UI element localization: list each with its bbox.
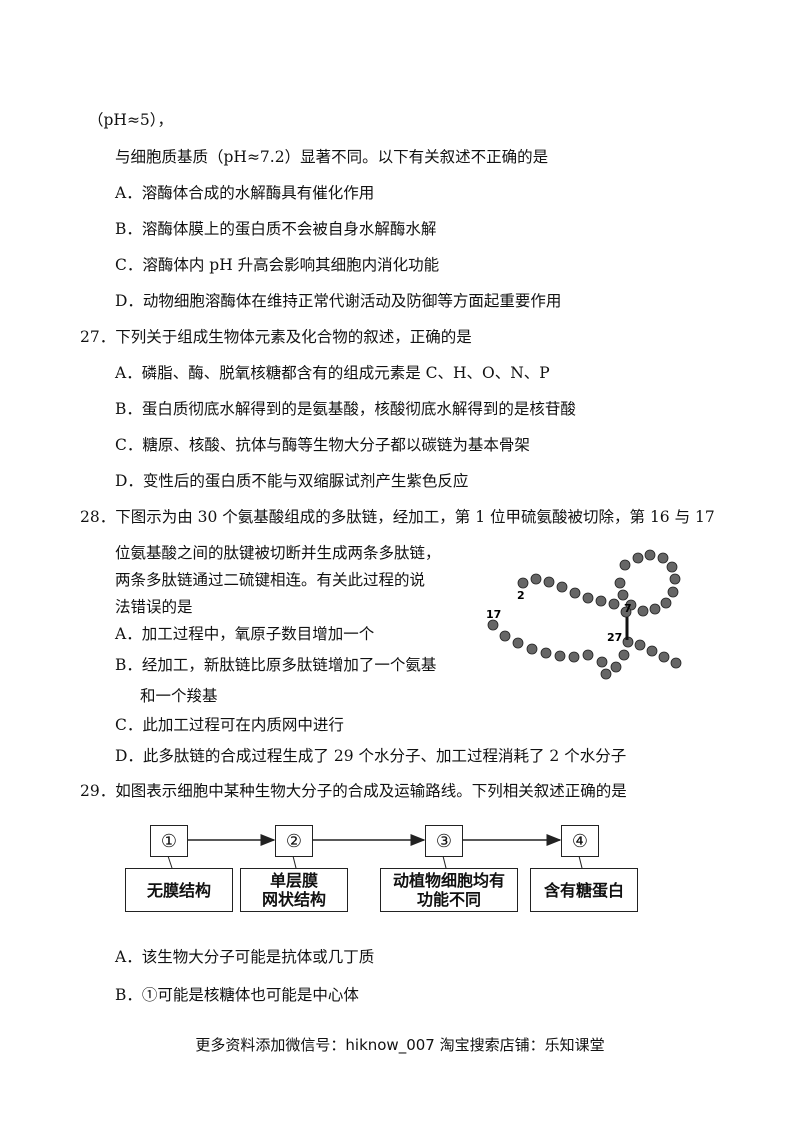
residue-label-2: 2 [517,589,525,602]
option-b: B．经加工，新肽链比原多肽链增加了一个氨基 [115,656,437,674]
question-27: 27．下列关于组成生物体元素及化合物的叙述，正确的是 [80,328,472,346]
option-c: C．糖原、核酸、抗体与酶等生物大分子都以碳链为基本骨架 [115,436,530,454]
text-line: （pH≈5）， [88,111,174,129]
option-c: C．此加工过程可在内质网中进行 [115,716,344,734]
option-b: B．①可能是核糖体也可能是中心体 [115,986,359,1004]
question-28-cont: 位氨基酸之间的肽键被切断并生成两条多肽链， [115,544,441,562]
question-28-cont: 法错误的是 [115,598,193,616]
option-a: A．磷脂、酶、脱氧核糖都含有的组成元素是 C、H、O、N、P [115,364,550,382]
residue-label-27: 27 [607,631,622,644]
residue-label-17: 17 [486,608,501,621]
step-4-label: 含有糖蛋白 [530,868,638,912]
step-2-box: ② [275,825,313,857]
text-line: 与细胞质基质（pH≈7.2）显著不同。以下有关叙述不正确的是 [115,148,549,166]
question-29: 29．如图表示细胞中某种生物大分子的合成及运输路线。下列相关叙述正确的是 [80,782,627,800]
option-b: B．蛋白质彻底水解得到的是氨基酸，核酸彻底水解得到的是核苷酸 [115,400,576,418]
question-28: 28．下图示为由 30 个氨基酸组成的多肽链，经加工，第 1 位甲硫氨酸被切除，… [80,508,715,526]
option-b-cont: 和一个羧基 [140,687,218,705]
step-1-label: 无膜结构 [125,868,233,912]
option-c: C．溶酶体内 pH 升高会影响其细胞内消化功能 [115,256,440,274]
step-1-box: ① [150,825,188,857]
option-a: A．溶酶体合成的水解酶具有催化作用 [115,184,375,202]
option-d: D．变性后的蛋白质不能与双缩脲试剂产生紫色反应 [115,472,469,490]
peptide-chain-diagram: 2 7 17 27 [486,549,682,680]
step-4-box: ④ [561,825,599,857]
option-b: B．溶酶体膜上的蛋白质不会被自身水解酶水解 [115,220,437,238]
option-d: D．动物细胞溶酶体在维持正常代谢活动及防御等方面起重要作用 [115,292,562,310]
option-a: A．加工过程中，氧原子数目增加一个 [115,625,375,643]
residue-label-7: 7 [624,602,632,615]
question-28-cont: 两条多肽链通过二硫键相连。有关此过程的说 [115,571,426,589]
step-2-label: 单层膜 网状结构 [240,868,348,912]
option-d: D．此多肽链的合成过程生成了 29 个水分子、加工过程消耗了 2 个水分子 [115,747,627,765]
flow-arrows [167,834,583,869]
option-a: A．该生物大分子可能是抗体或几丁质 [115,948,375,966]
footer-note: 更多资料添加微信号：hiknow_007 淘宝搜索店铺：乐知课堂 [195,1036,605,1054]
step-3-label: 动植物细胞均有 功能不同 [380,868,518,912]
step-3-box: ③ [425,825,463,857]
